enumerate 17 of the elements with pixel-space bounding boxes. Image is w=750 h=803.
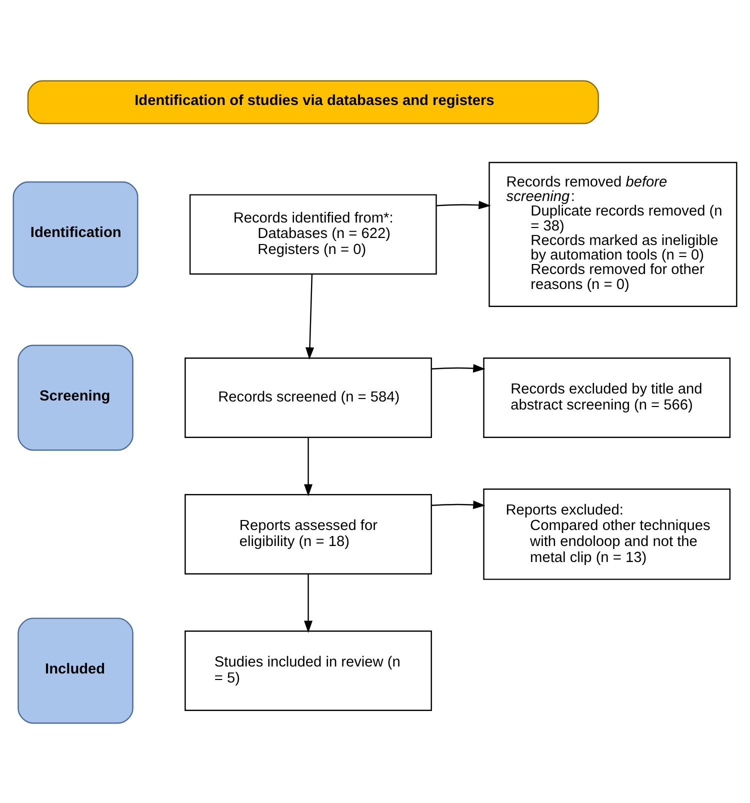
node-box: Reports assessed for eligibility (n = 18) xyxy=(184,494,432,574)
node-box: Records identified from*: Databases (n = 622) Registers (n = 0) xyxy=(189,194,437,274)
node-box: Identification xyxy=(12,180,138,287)
node-box: Records excluded by title and abstract screening (n = 566) xyxy=(483,357,731,438)
arrow xyxy=(432,364,486,372)
node-box: Included xyxy=(18,617,134,724)
arrow xyxy=(432,500,486,509)
arrow xyxy=(436,200,491,209)
node-box: Records removed before screening: Duplicate records removed (n = 38) Records marked as ineligible by automation tools (n = 0) Records removed for other reasons (n = 0) xyxy=(488,161,738,306)
node-box: Identification of studies via databases and registers xyxy=(27,80,599,124)
arrow xyxy=(304,436,313,496)
node-box: Records screened (n = 584) xyxy=(184,357,432,438)
node-box: Screening xyxy=(18,344,134,450)
node-box: Reports excluded: Compared other techniques with endoloop and not the metal clip (n = 13) xyxy=(483,488,731,580)
arrow xyxy=(304,573,313,632)
arrow xyxy=(306,274,314,360)
node-box: Studies included in review (n = 5) xyxy=(184,630,432,710)
